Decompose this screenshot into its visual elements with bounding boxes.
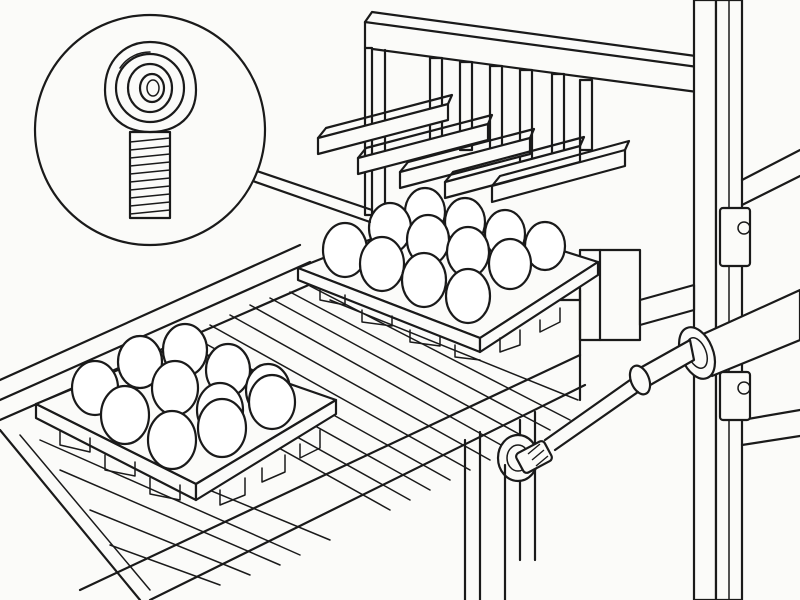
bearing-end-joint <box>496 433 553 600</box>
rod-end-bearing-icon <box>103 40 198 220</box>
detail-callout <box>33 13 374 247</box>
egg-tray-far <box>296 186 600 361</box>
egg-tray-near <box>34 322 338 506</box>
eggs-far-tray <box>321 186 567 325</box>
pneumatic-cylinder <box>543 206 800 452</box>
pusher-arms <box>316 93 631 204</box>
eggs-near-tray <box>70 322 297 471</box>
